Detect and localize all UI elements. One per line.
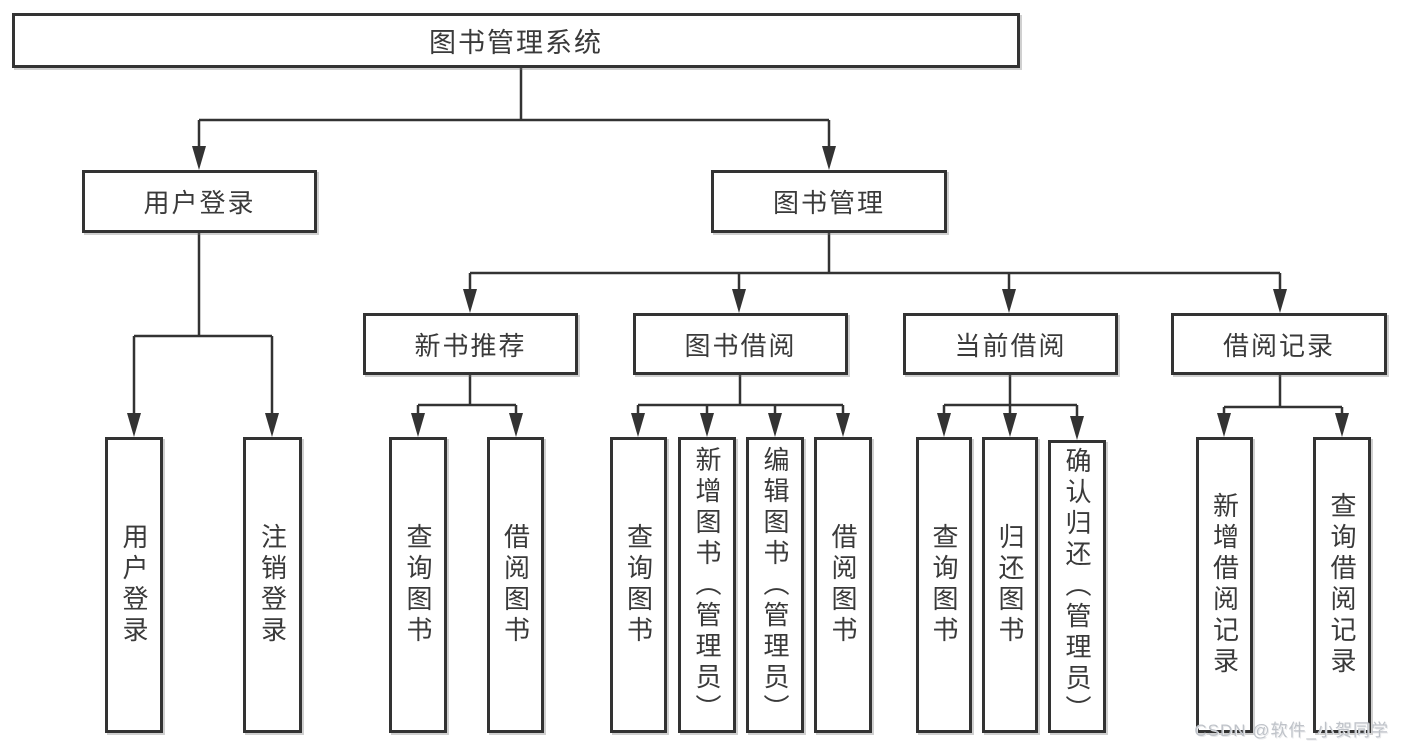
- leaf-query-books-label: 查询图书: [623, 523, 654, 647]
- arrowhead: [836, 413, 850, 437]
- leaf-logout: 注销登录: [243, 437, 302, 733]
- leaf-borrow-books-label: 借阅图书: [500, 523, 531, 647]
- leaf-confirm-return-admin-label: 确认归还（管理员）: [1062, 447, 1092, 726]
- leaf-query-books: 查询图书: [916, 437, 972, 733]
- leaf-edit-books-admin: 编辑图书（管理员）: [746, 437, 804, 733]
- leaf-query-books-label: 查询图书: [403, 523, 433, 647]
- leaf-query-borrow-record: 查询借阅记录: [1313, 437, 1371, 733]
- connector-root-to-level2: [192, 68, 836, 170]
- leaf-borrow-books: 借阅图书: [487, 437, 544, 733]
- leaf-add-books-admin-label: 新增图书（管理员）: [692, 445, 722, 725]
- node-user-login-label: 用户登录: [143, 188, 256, 218]
- leaf-query-books-label: 查询图书: [929, 523, 959, 647]
- arrowhead: [732, 289, 746, 313]
- leaf-borrow-books: 借阅图书: [814, 437, 872, 733]
- node-root-label: 图书管理系统: [429, 28, 603, 58]
- node-book-borrowing-label: 图书借阅: [684, 330, 797, 361]
- leaf-user-login: 用户登录: [105, 437, 163, 733]
- arrowhead: [1070, 416, 1084, 440]
- connector-user-login-branch: [127, 233, 279, 437]
- leaf-add-books-admin: 新增图书（管理员）: [678, 437, 736, 733]
- leaf-return-books: 归还图书: [982, 437, 1038, 733]
- arrowhead: [509, 413, 523, 437]
- node-book-management-label: 图书管理: [772, 188, 885, 218]
- leaf-confirm-return-admin: 确认归还（管理员）: [1048, 440, 1106, 733]
- arrowhead: [631, 413, 645, 437]
- node-borrowing-records-label: 借阅记录: [1222, 330, 1335, 361]
- node-current-borrowing: 当前借阅: [903, 313, 1118, 375]
- csdn-watermark: CSDN @软件_小贺同学: [1194, 721, 1389, 740]
- arrowhead: [411, 413, 425, 437]
- leaf-return-books-label: 归还图书: [995, 523, 1025, 647]
- leaf-logout-label: 注销登录: [257, 523, 288, 647]
- arrowhead: [1273, 289, 1287, 313]
- leaf-query-books: 查询图书: [610, 437, 667, 733]
- node-root: 图书管理系统: [12, 13, 1020, 68]
- leaf-query-borrow-record-label: 查询借阅记录: [1327, 492, 1357, 678]
- leaf-edit-books-admin-label: 编辑图书（管理员）: [760, 445, 790, 725]
- leaf-borrow-books-label: 借阅图书: [828, 523, 858, 647]
- connector-current-borrowing-branch: [937, 375, 1084, 440]
- node-new-book-recommend-label: 新书推荐: [414, 330, 527, 361]
- leaf-query-books: 查询图书: [389, 437, 447, 733]
- arrowhead: [822, 146, 836, 170]
- connector-borrowing-records-branch: [1217, 375, 1349, 437]
- arrowhead: [1002, 289, 1016, 313]
- leaf-add-borrow-record: 新增借阅记录: [1196, 437, 1253, 733]
- arrowhead: [192, 146, 206, 170]
- node-borrowing-records: 借阅记录: [1171, 313, 1387, 375]
- node-current-borrowing-label: 当前借阅: [954, 330, 1067, 361]
- connector-book-management-branch: [463, 233, 1287, 313]
- node-book-management: 图书管理: [711, 170, 947, 233]
- connector-book-borrowing-branch: [631, 375, 850, 437]
- connector-new-book-branch: [411, 375, 523, 437]
- arrowhead: [937, 413, 951, 437]
- arrowhead: [1003, 413, 1017, 437]
- arrowhead: [1335, 413, 1349, 437]
- arrowhead: [700, 413, 714, 437]
- arrowhead: [127, 413, 141, 437]
- node-new-book-recommend: 新书推荐: [363, 313, 578, 375]
- node-user-login: 用户登录: [82, 170, 317, 233]
- arrowhead: [265, 413, 279, 437]
- node-book-borrowing: 图书借阅: [633, 313, 848, 375]
- arrowhead: [768, 413, 782, 437]
- arrowhead: [463, 289, 477, 313]
- leaf-user-login-label: 用户登录: [119, 523, 149, 647]
- leaf-add-borrow-record-label: 新增借阅记录: [1209, 492, 1240, 678]
- arrowhead: [1217, 413, 1231, 437]
